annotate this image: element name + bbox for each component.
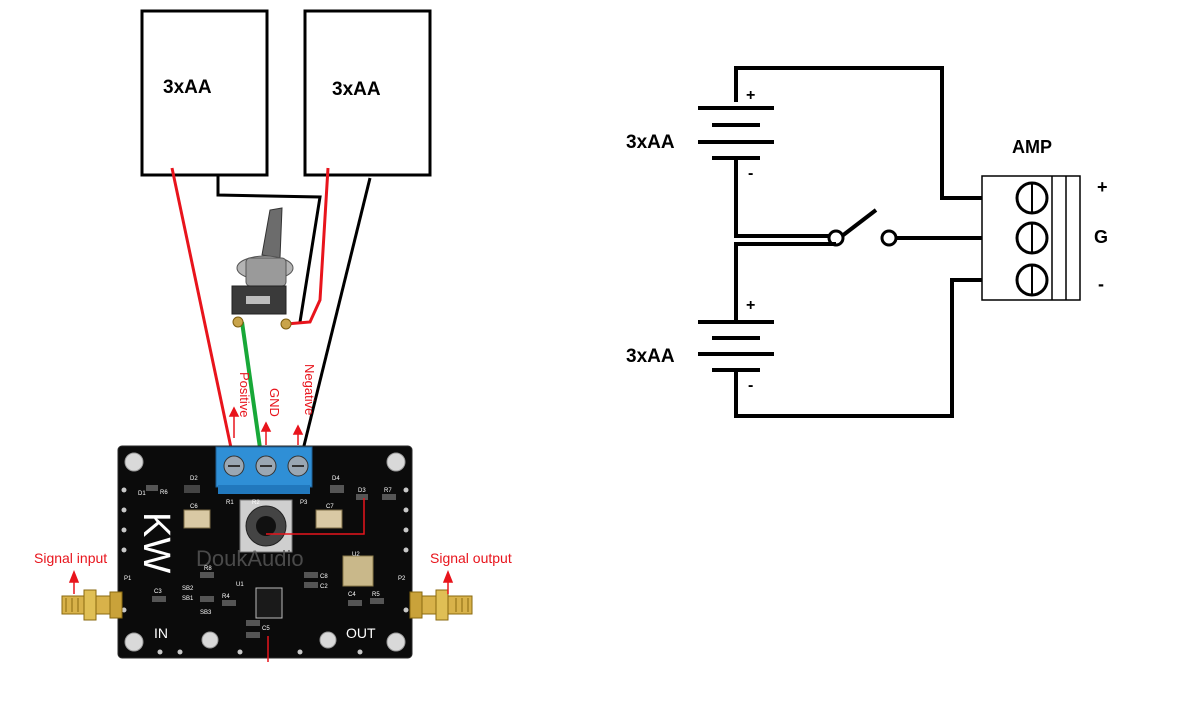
toggle-switch bbox=[231, 207, 294, 330]
amp-minus-label: - bbox=[1098, 274, 1104, 294]
svg-text:R8: R8 bbox=[204, 566, 212, 572]
board-out-label: OUT bbox=[346, 625, 376, 641]
board-watermark: DoukAudio bbox=[196, 546, 304, 571]
board-brand: KW bbox=[135, 512, 177, 573]
amplifier-board: KW DoukAudio IN OUT D1 R6 D2 C6 R1 R2 P3… bbox=[117, 445, 413, 659]
battery-bottom-plus: + bbox=[746, 297, 755, 314]
schematic-wire-top-neg bbox=[734, 156, 836, 238]
schematic: 3xAA + - 3xAA + - AMP + G - bbox=[626, 66, 1108, 418]
amp-plus-label: + bbox=[1097, 177, 1108, 197]
battery-bottom-label: 3xAA bbox=[626, 346, 675, 367]
svg-text:C5: C5 bbox=[262, 626, 270, 632]
battery-left-label: 3xAA bbox=[163, 77, 212, 98]
svg-text:R1: R1 bbox=[226, 500, 234, 506]
svg-text:SB1: SB1 bbox=[182, 596, 194, 602]
signal-output-arrow bbox=[442, 569, 454, 594]
signal-output-label: Signal output bbox=[430, 550, 512, 566]
schematic-wire-bottom-pos bbox=[734, 242, 836, 320]
svg-text:C3: C3 bbox=[154, 589, 162, 595]
amp-terminal-block bbox=[981, 175, 1081, 301]
svg-text:C7: C7 bbox=[326, 504, 334, 510]
terminal-arrows bbox=[228, 406, 304, 445]
signal-input-label: Signal input bbox=[34, 550, 107, 566]
svg-text:R4: R4 bbox=[222, 594, 230, 600]
label-positive: Positive bbox=[237, 372, 252, 418]
board-in-label: IN bbox=[154, 625, 168, 641]
schematic-wire-top bbox=[734, 66, 1028, 200]
label-gnd: GND bbox=[267, 388, 282, 417]
wire-gnd-green bbox=[240, 321, 264, 463]
svg-text:SB2: SB2 bbox=[182, 586, 194, 592]
svg-text:D1: D1 bbox=[138, 491, 146, 497]
svg-text:C6: C6 bbox=[190, 504, 198, 510]
battery-box-left bbox=[140, 9, 269, 177]
svg-text:P1: P1 bbox=[124, 576, 132, 582]
wire-negative-black bbox=[298, 177, 372, 463]
schematic-switch-contact-right bbox=[880, 229, 898, 247]
svg-text:D3: D3 bbox=[358, 488, 366, 494]
svg-text:SB3: SB3 bbox=[200, 610, 212, 616]
battery-box-right bbox=[303, 9, 432, 177]
svg-text:R5: R5 bbox=[372, 592, 380, 598]
wire-left-battery-negative bbox=[216, 175, 322, 323]
schematic-switch-blade bbox=[840, 208, 878, 238]
svg-text:U1: U1 bbox=[236, 582, 244, 588]
svg-text:C8: C8 bbox=[320, 574, 328, 580]
svg-text:D2: D2 bbox=[190, 476, 198, 482]
battery-symbol-top bbox=[698, 106, 774, 160]
battery-symbol-bottom bbox=[698, 320, 774, 372]
wire-positive-red bbox=[170, 167, 236, 463]
svg-text:C2: C2 bbox=[320, 584, 328, 590]
wiring-illustration: 3xAA 3xAA Positive GND Negative bbox=[34, 9, 512, 662]
battery-right-label: 3xAA bbox=[332, 79, 381, 100]
svg-text:D4: D4 bbox=[332, 476, 340, 482]
signal-input-arrow bbox=[68, 569, 80, 594]
schematic-wire-bottom bbox=[734, 278, 1028, 418]
svg-text:U2: U2 bbox=[352, 552, 360, 558]
sma-connector-output bbox=[409, 589, 473, 621]
battery-top-minus: - bbox=[748, 165, 753, 182]
svg-text:P2: P2 bbox=[398, 576, 406, 582]
board-silkscreen: D1 R6 D2 C6 R1 R2 P3 D4 D3 R7 C7 R8 C8 C… bbox=[124, 476, 406, 632]
svg-text:R2: R2 bbox=[252, 500, 260, 506]
sma-connector-input bbox=[61, 589, 123, 621]
battery-top-label: 3xAA bbox=[626, 132, 675, 153]
amp-title: AMP bbox=[1012, 137, 1052, 157]
svg-text:C4: C4 bbox=[348, 592, 356, 598]
annotation-pot-line bbox=[266, 498, 365, 535]
amp-gnd-label: G bbox=[1094, 227, 1108, 247]
battery-bottom-minus: - bbox=[748, 377, 753, 394]
svg-text:R7: R7 bbox=[384, 488, 392, 494]
label-negative: Negative bbox=[302, 364, 317, 415]
svg-text:P3: P3 bbox=[300, 500, 308, 506]
battery-top-plus: + bbox=[746, 87, 755, 104]
wire-right-battery-positive bbox=[285, 167, 330, 326]
svg-text:R6: R6 bbox=[160, 490, 168, 496]
